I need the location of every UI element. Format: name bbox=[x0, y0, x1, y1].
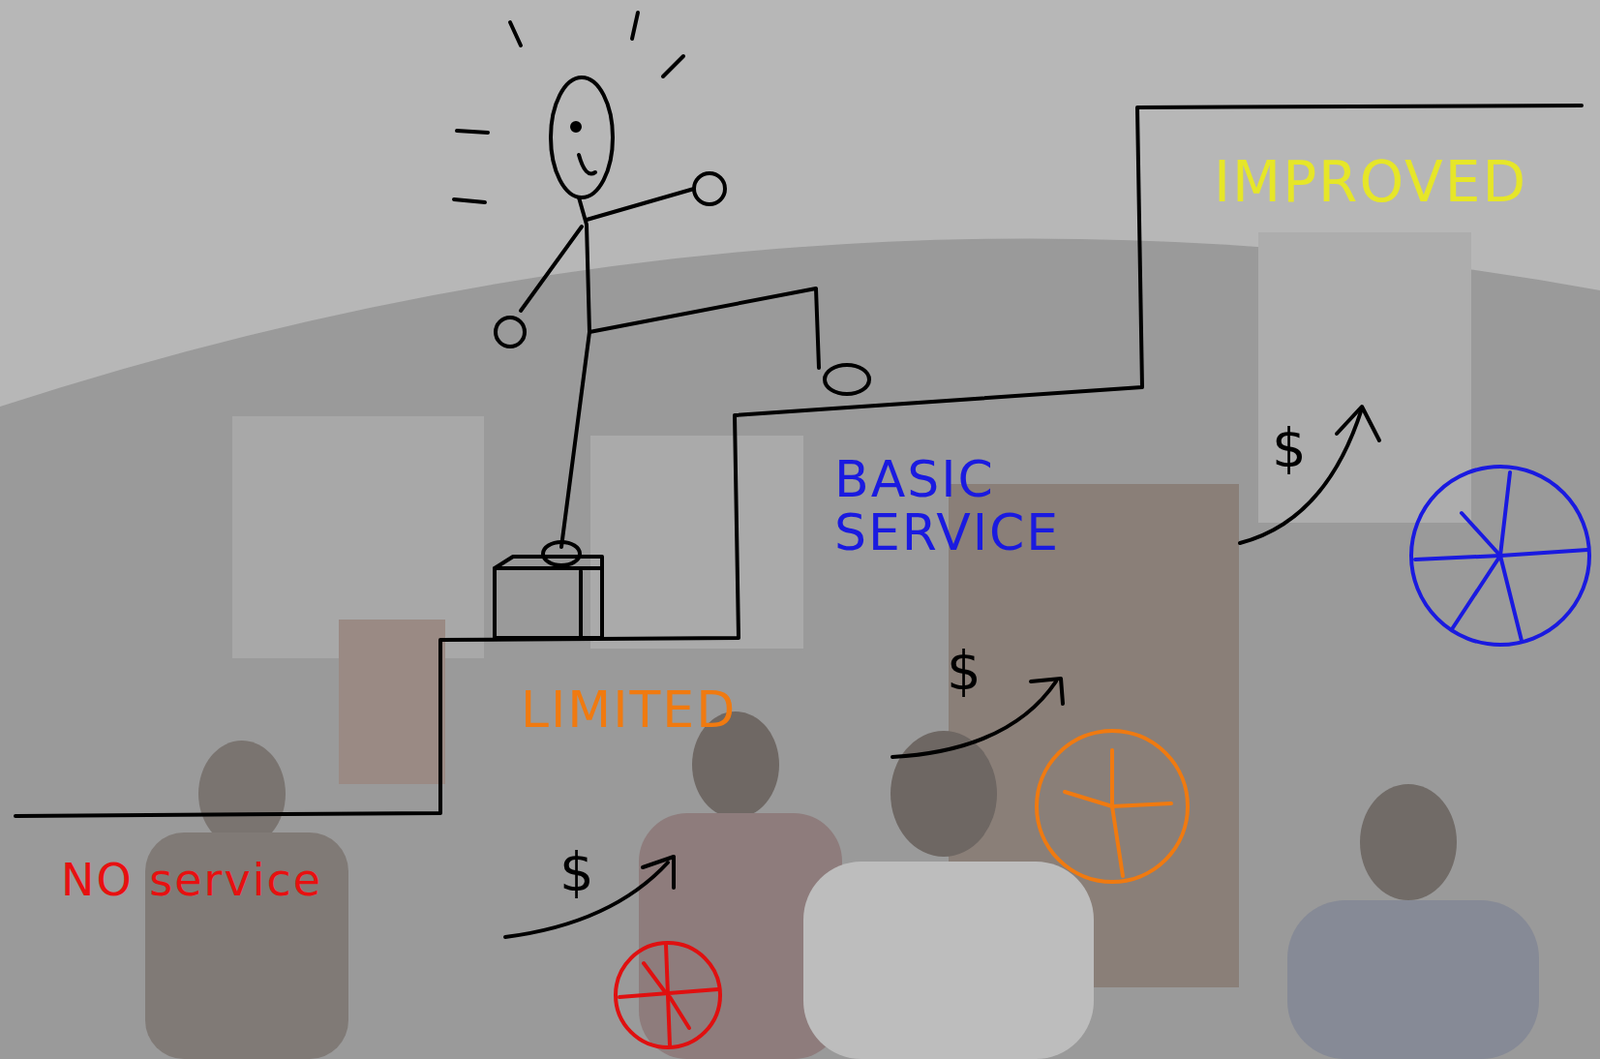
wall-poster bbox=[590, 435, 804, 649]
level-label: NO service bbox=[60, 856, 323, 904]
pie-slice bbox=[1451, 555, 1501, 630]
arrow-head bbox=[1336, 406, 1380, 441]
pie bbox=[1411, 466, 1590, 645]
eye bbox=[572, 122, 580, 131]
pie-slice bbox=[1461, 513, 1501, 556]
ray bbox=[453, 199, 485, 203]
arrow-head bbox=[1030, 678, 1063, 704]
body-leg bbox=[561, 197, 590, 547]
ray bbox=[510, 22, 521, 46]
arrow-head bbox=[642, 856, 674, 888]
pie-slice bbox=[1500, 472, 1510, 556]
pie-symbol-red bbox=[615, 942, 721, 1048]
pie-slice bbox=[669, 996, 690, 1028]
pie bbox=[615, 942, 721, 1048]
head bbox=[550, 77, 613, 198]
foot bbox=[824, 364, 870, 394]
pie-symbol-orange bbox=[1036, 730, 1188, 882]
pie-slice bbox=[1500, 549, 1588, 556]
stick-figure bbox=[453, 12, 870, 566]
person bbox=[1359, 784, 1457, 901]
hand bbox=[694, 173, 725, 205]
level-label: BASIC SERVICE bbox=[834, 452, 1125, 559]
ray bbox=[663, 56, 684, 77]
level-label: LIMITED bbox=[520, 683, 737, 737]
wall-chart bbox=[1258, 232, 1472, 523]
cost-symbol: $ bbox=[1271, 420, 1309, 478]
ray bbox=[632, 12, 638, 39]
arm bbox=[520, 226, 582, 311]
pie-slice bbox=[1112, 806, 1123, 876]
person bbox=[198, 740, 286, 847]
pie-slice bbox=[1110, 750, 1115, 807]
level-label: IMPROVED bbox=[1213, 152, 1528, 212]
cost-symbol: $ bbox=[946, 642, 984, 700]
box-edge bbox=[578, 571, 583, 638]
hand bbox=[495, 317, 525, 347]
box bbox=[494, 568, 603, 638]
step-box bbox=[494, 556, 603, 638]
smile bbox=[578, 154, 596, 175]
leg bbox=[589, 288, 819, 368]
pie-slice bbox=[1500, 555, 1522, 641]
arm bbox=[586, 188, 695, 220]
pie bbox=[1036, 730, 1188, 882]
pie-symbol-blue bbox=[1411, 466, 1590, 645]
cost-arrows bbox=[505, 406, 1380, 937]
person bbox=[803, 861, 1094, 1059]
pie-slice bbox=[1112, 803, 1172, 807]
staircase bbox=[15, 105, 1582, 816]
pie-slice bbox=[1415, 555, 1501, 560]
pie-slice bbox=[1064, 791, 1113, 807]
ray bbox=[456, 130, 488, 133]
pie-slice bbox=[665, 944, 670, 1046]
pie-slice bbox=[643, 963, 666, 994]
notice-board bbox=[338, 619, 446, 785]
box-top bbox=[494, 556, 603, 569]
foot bbox=[543, 542, 580, 566]
cost-symbol: $ bbox=[559, 844, 597, 902]
person bbox=[1287, 900, 1540, 1059]
